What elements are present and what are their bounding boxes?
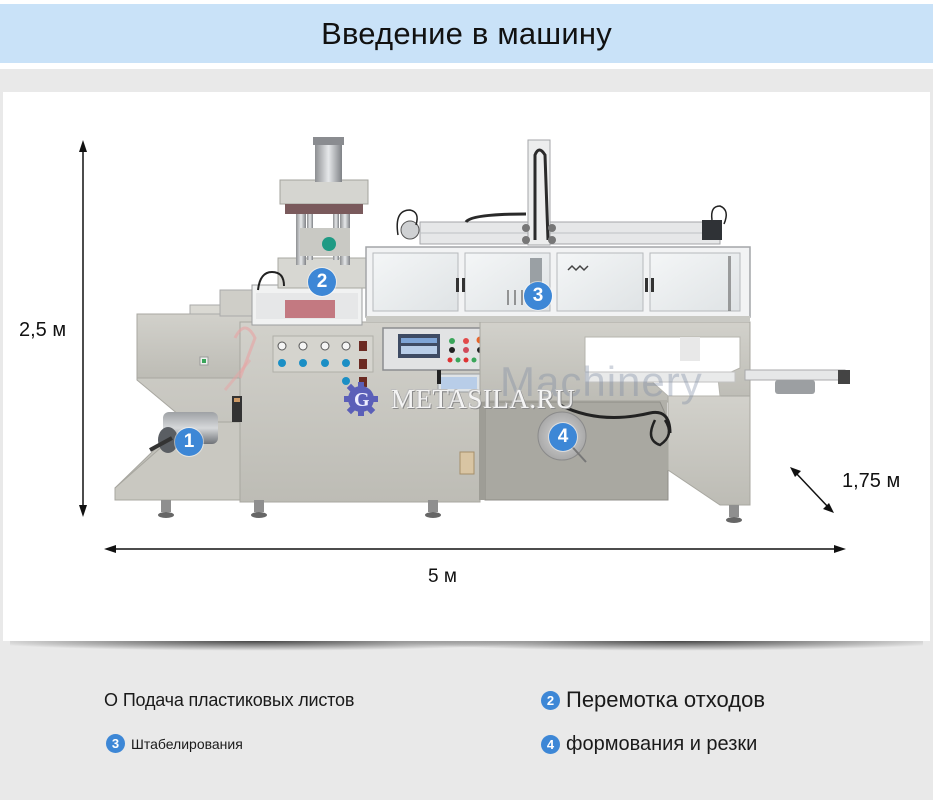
watermark-machinery: Machinery [500, 358, 703, 405]
legend-label: Штабелирования [131, 735, 243, 752]
svg-text:G: G [354, 389, 370, 411]
legend-item-waste-rewind: 2 Перемотка отходов [541, 687, 765, 713]
gear-logo-icon: G [344, 382, 378, 416]
depth-arrow-line [794, 471, 830, 509]
callout-badge-3: 3 [524, 282, 552, 310]
legend-badge-4: 4 [541, 735, 560, 754]
legend-marker: О [104, 690, 118, 710]
watermark-text: METASILA.RU [391, 383, 576, 414]
arrow-down-icon [79, 505, 87, 517]
legend-badge-3: 3 [106, 734, 125, 753]
callout-badge-1: 1 [175, 428, 203, 456]
page-title: Введение в машину [321, 15, 612, 51]
arrow-up-icon [79, 140, 87, 152]
arrow-right-icon [834, 545, 846, 553]
legend-item-forming-cutting: 4 формования и резки [541, 733, 757, 756]
legend-item-stacking: 3 Штабелирования [106, 734, 243, 753]
width-dimension-label: 5 м [428, 566, 457, 587]
arrow-left-icon [104, 545, 116, 553]
watermark-metasila: G METASILA.RU [343, 382, 575, 416]
panel-shadow [10, 641, 923, 655]
arrow-diag-up-icon [790, 467, 801, 477]
legend-label: формования и резки [566, 733, 758, 755]
legend-label: Подача пластиковых листов [122, 690, 355, 710]
legend-item-sheet-feed: О Подача пластиковых листов [104, 690, 354, 711]
legend-label: Перемотка отходов [566, 687, 766, 712]
callout-badge-2: 2 [308, 268, 336, 296]
height-dimension-label: 2,5 м [19, 319, 67, 341]
arrow-diag-down-icon [823, 503, 834, 513]
legend-badge-2: 2 [541, 690, 560, 710]
title-bar: Введение в машину [0, 4, 933, 63]
depth-dimension-label: 1,75 м [842, 470, 901, 492]
callout-badge-4: 4 [549, 423, 577, 451]
